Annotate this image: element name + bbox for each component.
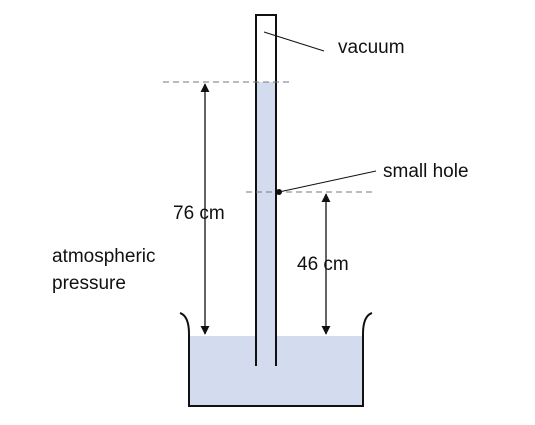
tube-liquid-column (257, 82, 275, 365)
pressure-label: pressure (52, 273, 126, 294)
small-hole-leader (278, 170, 377, 193)
dish-outline (179, 312, 373, 407)
atmospheric-label: atmospheric (52, 246, 156, 267)
hole-height-label: 46 cm (297, 254, 349, 275)
vacuum-label: vacuum (338, 37, 405, 58)
tube-outline (255, 14, 277, 366)
vacuum-leader (263, 31, 325, 52)
column-height-label: 76 cm (173, 203, 225, 224)
small-hole-label: small hole (383, 161, 469, 182)
